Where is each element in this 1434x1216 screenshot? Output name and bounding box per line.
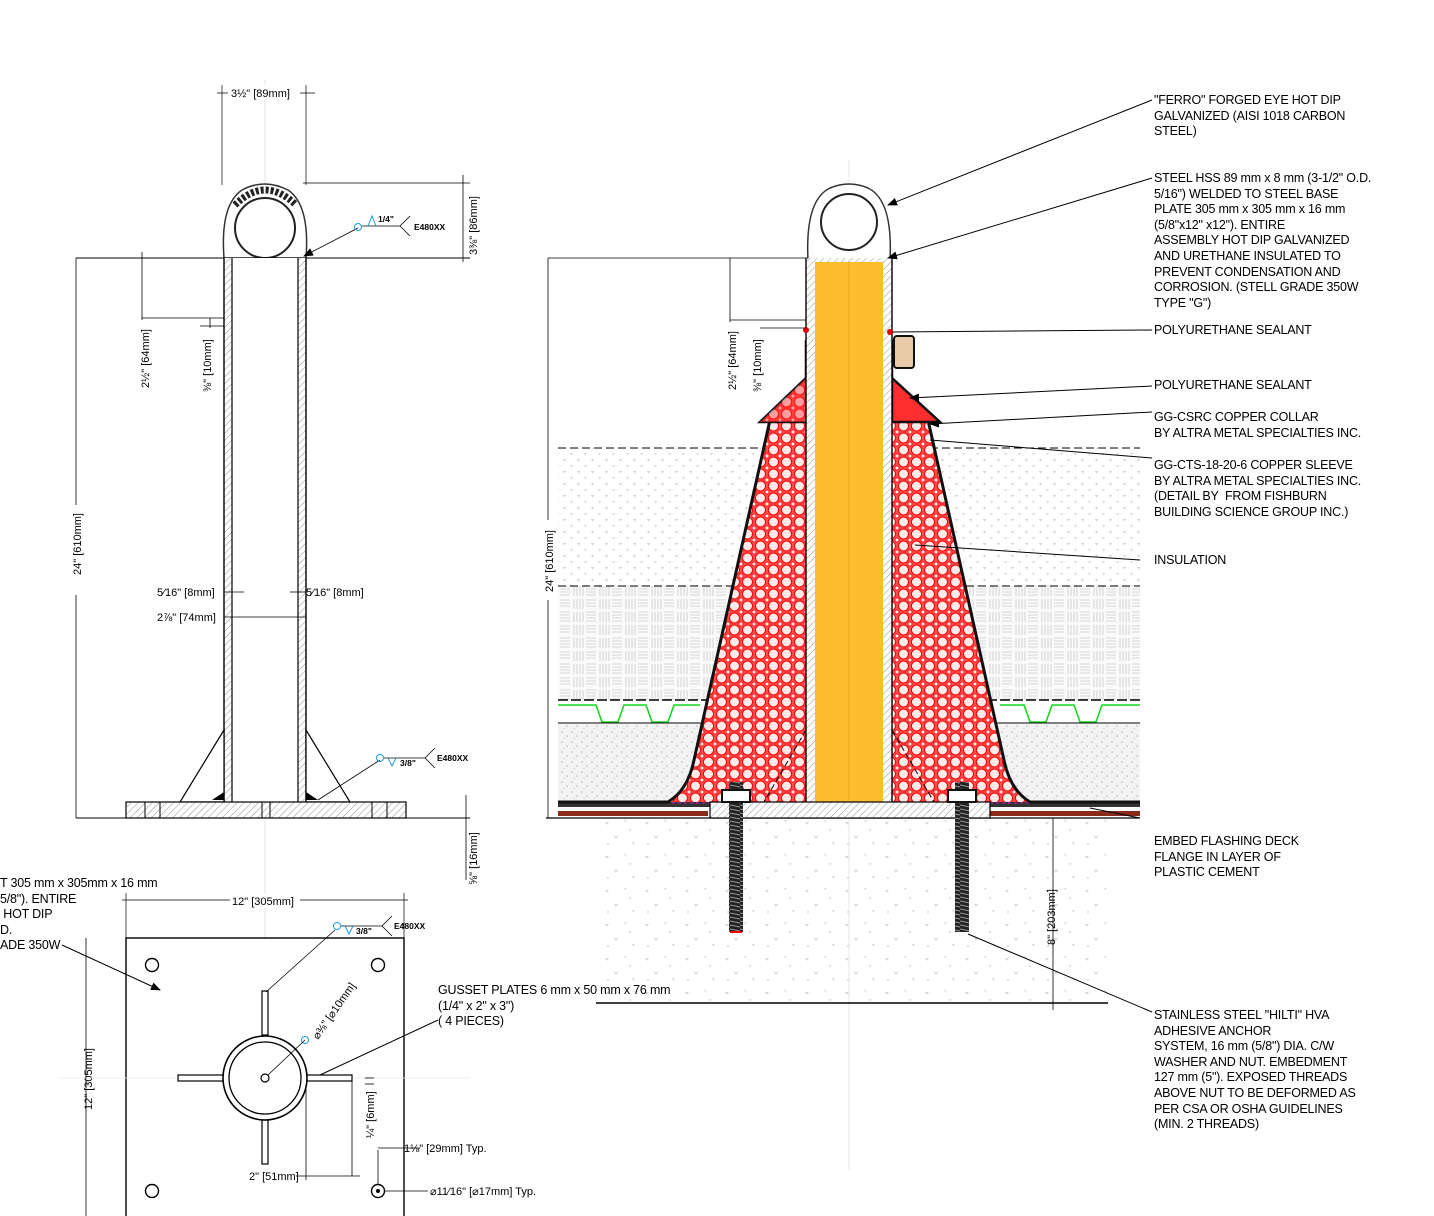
weld-top-spec: E480XX <box>414 222 446 232</box>
weld-plan-spec: E480XX <box>394 921 426 931</box>
dim-embed: 8" [203mm] <box>1046 889 1058 945</box>
dim-gusset-w: 2" [51mm] <box>249 1171 299 1183</box>
note-flashing: EMBED FLASHING DECK FLANGE IN LAYER OF P… <box>1154 834 1299 880</box>
note-hss-post: STEEL HSS 89 mm x 8 mm (3-1/2" O.D. 5/16… <box>1154 171 1372 310</box>
dim-height-right: 24" [610mm] <box>544 530 556 592</box>
note-insulation: INSULATION <box>1154 553 1227 567</box>
right-section: 8" [203mm] 24" [610mm] 2½" [64mm] ⅜" [10… <box>542 99 1153 1170</box>
note-sealant-upper: POLYURETHANE SEALANT <box>1154 323 1312 337</box>
weld-base-size: 3/8" <box>400 758 416 768</box>
dim-eye-height: 3⅜" [86mm] <box>468 196 480 255</box>
dim-top-width: 3½" [89mm] <box>231 88 290 100</box>
dim-bar-right: ⅜" [10mm] <box>752 339 764 392</box>
left-elevation: 3½" [89mm] 3⅜" [86mm] 1/4" E480XX 24" [6… <box>70 80 480 1216</box>
note-copper-collar: GG-CSRC COPPER COLLAR BY ALTRA METAL SPE… <box>1154 410 1362 440</box>
weld-base-spec: E480XX <box>437 753 469 763</box>
weld-plan-size: 3/8" <box>356 926 372 936</box>
note-anchor: STAINLESS STEEL "HILTI" HVA ADHESIVE ANC… <box>1154 1008 1356 1132</box>
note-gusset-plates: GUSSET PLATES 6 mm x 50 mm x 76 mm (1/4"… <box>438 983 671 1029</box>
dim-bar-left: ⅜" [10mm] <box>202 339 214 392</box>
note-sealant-lower: POLYURETHANE SEALANT <box>1154 378 1312 392</box>
note-forged-eye: "FERRO" FORGED EYE HOT DIP GALVANIZED (A… <box>1154 93 1346 139</box>
note-copper-sleeve: GG-CTS-18-20-6 COPPER SLEEVE BY ALTRA ME… <box>1154 458 1362 519</box>
dim-gusset-t: ¼" [6mm] <box>365 1091 377 1138</box>
dim-plan-height: 12" [305mm] <box>83 1048 95 1110</box>
note-base-plate: T 305 mm x 305mm x 16 mm 5/8"). ENTIRE H… <box>0 876 158 953</box>
dim-plate-thickness: ⅝" [16mm] <box>468 832 480 885</box>
dim-collar-right: 2½" [64mm] <box>727 331 739 390</box>
dim-plan-width: 12" [305mm] <box>232 896 294 908</box>
dim-height-left: 24" [610mm] <box>72 513 84 575</box>
dim-hole: ⌀11⁄16" [⌀17mm] Typ. <box>430 1186 536 1198</box>
dim-edge: 1⅛" [29mm] Typ. <box>404 1143 487 1155</box>
weld-top-size: 1/4" <box>378 214 394 224</box>
plan-view: 12" [305mm] 12" [305mm] 3/8" E480XX ⌀⅜" … <box>60 893 536 1216</box>
dim-wall-left: 5⁄16" [8mm] <box>157 587 215 599</box>
dim-inner: 2⅞" [74mm] <box>157 612 216 624</box>
dim-wall-right: 5⁄16" [8mm] <box>306 587 364 599</box>
dim-collar-left: 2½" [64mm] <box>140 329 152 388</box>
